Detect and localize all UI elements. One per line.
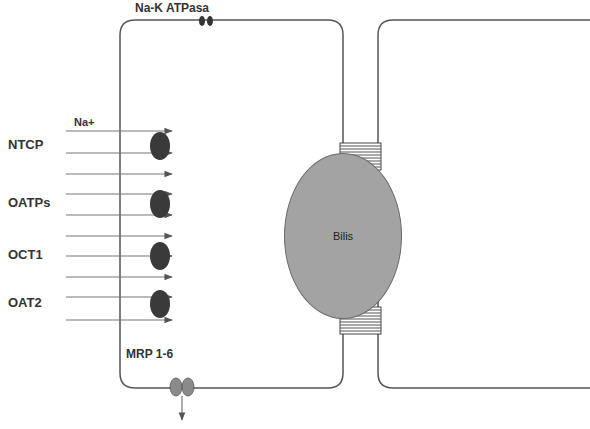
pump-label: Na-K ATPasa (135, 2, 209, 15)
transporter-label: NTCP (8, 138, 43, 152)
transporter-symbol (150, 242, 170, 270)
mrp-half (182, 378, 194, 396)
bile-canaliculus: Bilis (284, 153, 402, 319)
transporter-symbol (150, 290, 170, 318)
uptake-arrow (66, 319, 172, 320)
transporter-symbol (150, 132, 170, 160)
transporter-label: MRP 1-6 (126, 348, 173, 361)
na-k-atpase-symbol (199, 16, 213, 26)
ion-label: Na+ (74, 116, 95, 128)
mrp-symbol (170, 378, 194, 420)
mrp-half (170, 378, 182, 396)
efflux-arrow (181, 396, 182, 420)
transporter-label: OAT2 (8, 296, 42, 310)
transporter-symbol (150, 190, 170, 218)
uptake-arrow (66, 130, 172, 131)
transporter-label: OCT1 (8, 248, 43, 262)
uptake-arrows (66, 131, 172, 320)
uptake-arrow (66, 276, 172, 277)
transporters (150, 132, 170, 318)
node-label: Bilis (333, 230, 353, 242)
channel-half (199, 16, 205, 26)
uptake-arrow (66, 235, 172, 236)
uptake-arrow (66, 173, 172, 174)
transporter-label: OATPs (8, 196, 50, 210)
right-cell (378, 20, 590, 388)
channel-half (207, 16, 213, 26)
